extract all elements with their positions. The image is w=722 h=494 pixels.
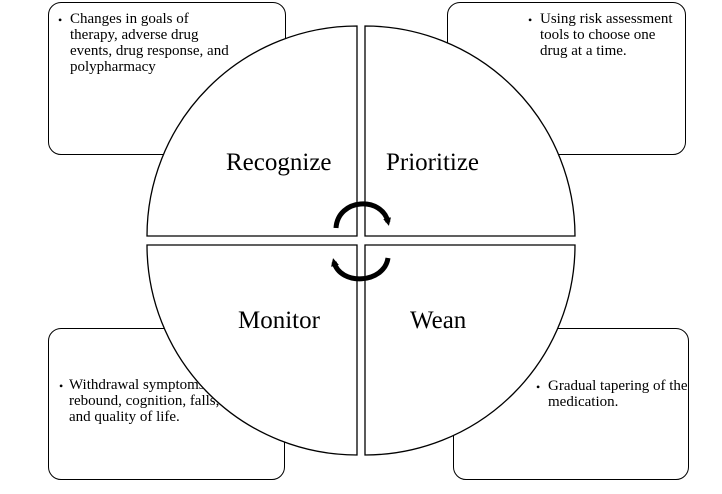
recognize-note-text: Changes in goals of therapy, adverse dru… [70,11,229,75]
bullet-icon: • [528,13,533,27]
wean-quadrant [364,244,576,456]
wean-label: Wean [410,307,467,334]
prioritize-note-text: Using risk assessment tools to choose on… [540,11,673,59]
monitor-note-text: Withdrawal symptoms, rebound, cognition,… [69,377,220,425]
bullet-icon: • [59,379,64,393]
cycle-arrows-icon [331,201,391,282]
bullet-icon: • [58,13,63,27]
bullet-icon: • [536,380,541,394]
recognize-quadrant [146,25,358,237]
prioritize-quadrant [364,25,576,237]
monitor-label: Monitor [238,307,321,334]
wean-note-text: Gradual tapering of the medication. [548,378,688,410]
recognize-label: Recognize [226,149,332,176]
monitor-quadrant [146,244,358,456]
prioritize-label: Prioritize [386,149,479,176]
